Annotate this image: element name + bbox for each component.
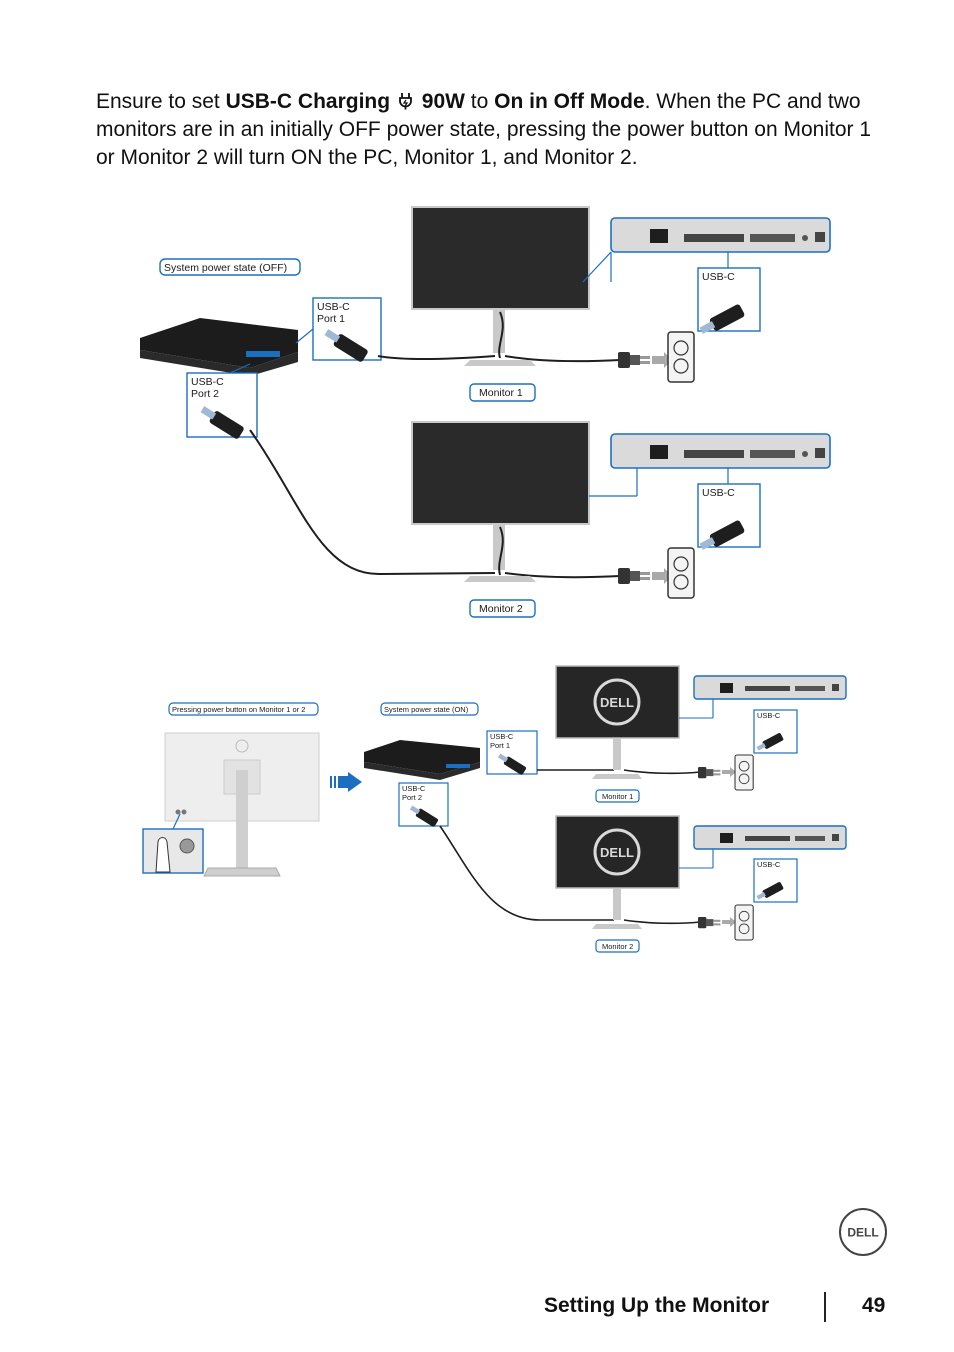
footer-divider: [824, 1292, 826, 1322]
plug-icon: [399, 93, 412, 110]
monitor1-on-port-panel: [693, 675, 847, 700]
port2-on-label-2: Port 2: [402, 793, 422, 802]
finger-icon: [155, 837, 171, 873]
port2-on-label-1: USB-C: [402, 784, 426, 793]
top-diagram: System power state (OFF) USB-C Port 1 US…: [140, 206, 831, 618]
port1-on-label-2: Port 1: [490, 741, 510, 750]
wall-outlet-icon: [734, 754, 754, 791]
setting-usbc-charging: USB-C Charging: [225, 90, 391, 113]
monitor1-on-badge: [595, 789, 640, 803]
monitor1-on: DELL: [555, 665, 680, 779]
monitor2-usbc-label: USB-C: [702, 487, 735, 499]
laptop-dock-on: [364, 740, 480, 780]
monitor1-usbc-label: USB-C: [702, 271, 735, 283]
intro-text-2: to: [464, 90, 495, 113]
monitor2-label: Monitor 2: [479, 603, 523, 615]
power-plug-icon: [698, 917, 721, 929]
monitor2-on-port-panel: [693, 825, 847, 850]
monitor2-port-panel: [610, 433, 831, 469]
wall-outlet-icon: [734, 904, 754, 941]
power-button-icon: [179, 838, 195, 854]
setting-on-in-off-mode: On in Off Mode: [494, 90, 645, 113]
monitor2-on: DELL: [555, 815, 680, 929]
monitor1-badge: [469, 383, 536, 402]
system-state-label: System power state (OFF): [164, 262, 287, 274]
power-plug-icon: [618, 568, 650, 584]
dell-logo-icon: DELL: [600, 845, 634, 860]
port1-on-label-1: USB-C: [490, 732, 514, 741]
dell-logo-icon: DELL: [600, 695, 634, 710]
arrow-right-icon: [330, 772, 362, 792]
power-plug-icon: [698, 767, 721, 779]
monitor2-on-label: Monitor 2: [602, 942, 633, 951]
port2-callout-on: [398, 782, 449, 827]
dell-logo-text: DELL: [847, 1226, 878, 1240]
wall-outlet-icon: [667, 547, 695, 599]
bottom-diagram: Pressing power button on Monitor 1 or 2 …: [142, 665, 847, 953]
system-on-label: System power state (ON): [384, 705, 469, 714]
monitor-back-view: [164, 732, 320, 877]
port1-label-2: Port 1: [317, 313, 345, 325]
monitor1-usbc-callout: [697, 267, 761, 332]
pressing-badge: [168, 702, 319, 716]
pressing-label: Pressing power button on Monitor 1 or 2: [172, 705, 305, 714]
monitor2-on-badge: [595, 939, 640, 953]
monitor2-badge: [469, 599, 536, 618]
intro-text-1: Ensure to set: [96, 90, 226, 113]
port2-label-1: USB-C: [191, 376, 224, 388]
monitor1-off: [411, 206, 590, 366]
wall-outlet-icon: [667, 331, 695, 383]
system-state-badge: [159, 258, 301, 276]
power-button-callout: [142, 828, 204, 874]
monitor1-port-panel: [610, 217, 831, 253]
monitor1-on-usbc-label: USB-C: [757, 711, 781, 720]
system-on-badge: [380, 702, 479, 716]
monitor2-off: [411, 421, 590, 582]
setting-90w: 90W: [421, 90, 465, 113]
monitor1-label: Monitor 1: [479, 387, 523, 399]
footer-section-title: Setting Up the Monitor: [544, 1294, 770, 1317]
port2-label-2: Port 2: [191, 388, 219, 400]
power-plug-icon: [618, 352, 650, 368]
laptop-dock-off: [140, 318, 298, 376]
dell-logo-icon: DELL: [839, 1208, 887, 1256]
intro-text-3: . When the PC and two monitors are in an…: [96, 90, 872, 169]
intro-paragraph: Ensure to set USB-C Charging 90W to On i…: [96, 88, 886, 172]
monitor2-on-usbc-label: USB-C: [757, 860, 781, 869]
monitor1-on-label: Monitor 1: [602, 792, 633, 801]
page-number: 49: [862, 1294, 886, 1317]
port1-label-1: USB-C: [317, 301, 350, 313]
